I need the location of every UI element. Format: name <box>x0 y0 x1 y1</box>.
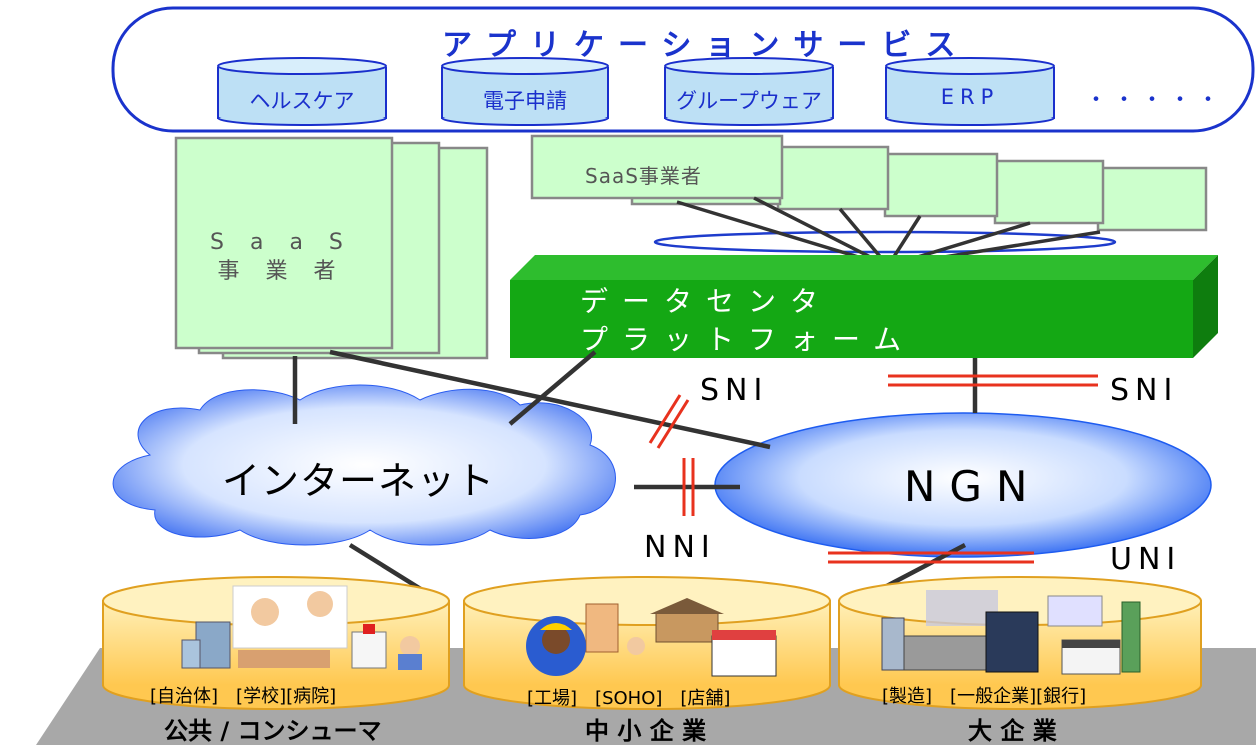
datacenter-block <box>510 255 1218 358</box>
uni-marker <box>828 551 1034 564</box>
db-label-eapplication[interactable]: 電子申請 <box>483 89 567 113</box>
db-label-groupware[interactable]: グループウェア <box>676 89 822 113</box>
sni-left-label: SNI <box>700 373 769 408</box>
db-cylinder-groupware <box>664 57 834 126</box>
saas-top-stack <box>530 134 1208 268</box>
enterprise-clipart <box>881 590 1141 675</box>
db-label-healthcare[interactable]: ヘルスケア <box>249 89 355 113</box>
nni-marker <box>682 458 695 516</box>
db-cylinder-eapplication <box>441 57 609 126</box>
saas-left-line2: 事業者 <box>217 259 362 284</box>
datacenter-line1: データセンタ <box>580 285 833 318</box>
datacenter-label: データセンタ プラットフォーム <box>580 283 915 359</box>
db-cylinder-healthcare <box>217 57 387 126</box>
public-segment-label: 公共 / コンシューマ <box>164 717 382 745</box>
enterprise-categories: [製造] [一般企業][銀行] <box>882 686 1087 707</box>
connection-lines <box>292 349 978 603</box>
sme-clipart <box>526 598 777 677</box>
saas-left-stack <box>174 136 489 360</box>
internet-cloud <box>112 384 616 546</box>
sni-right-label: SNI <box>1110 373 1179 408</box>
saas-left-line1: SaaS <box>210 230 369 255</box>
internet-label: インターネット <box>222 459 496 503</box>
ngn-label: NGN <box>904 462 1042 511</box>
sni-left-marker <box>648 394 690 449</box>
enterprise-segment-label: 大 企 業 <box>968 717 1057 745</box>
sme-segment-label: 中 小 企 業 <box>585 717 707 745</box>
db-label-erp[interactable]: ERP <box>940 85 1000 109</box>
more-services-ellipsis: ・・・・・ <box>1085 88 1226 113</box>
public-categories: [自治体] [学校][病院] <box>150 686 337 707</box>
sme-categories: [工場] [SOHO] [店舗] <box>527 688 731 709</box>
uni-label: UNI <box>1110 542 1182 577</box>
db-cylinder-erp <box>885 57 1055 126</box>
app-services-title: アプリケーションサービス <box>442 28 970 63</box>
nni-label: NNI <box>644 530 716 565</box>
public-clipart <box>181 585 422 670</box>
datacenter-line2: プラットフォーム <box>580 323 916 356</box>
saas-left-label: SaaS 事業者 <box>210 228 369 286</box>
saas-top-label: SaaS事業者 <box>585 164 702 188</box>
sni-right-marker <box>888 374 1098 387</box>
